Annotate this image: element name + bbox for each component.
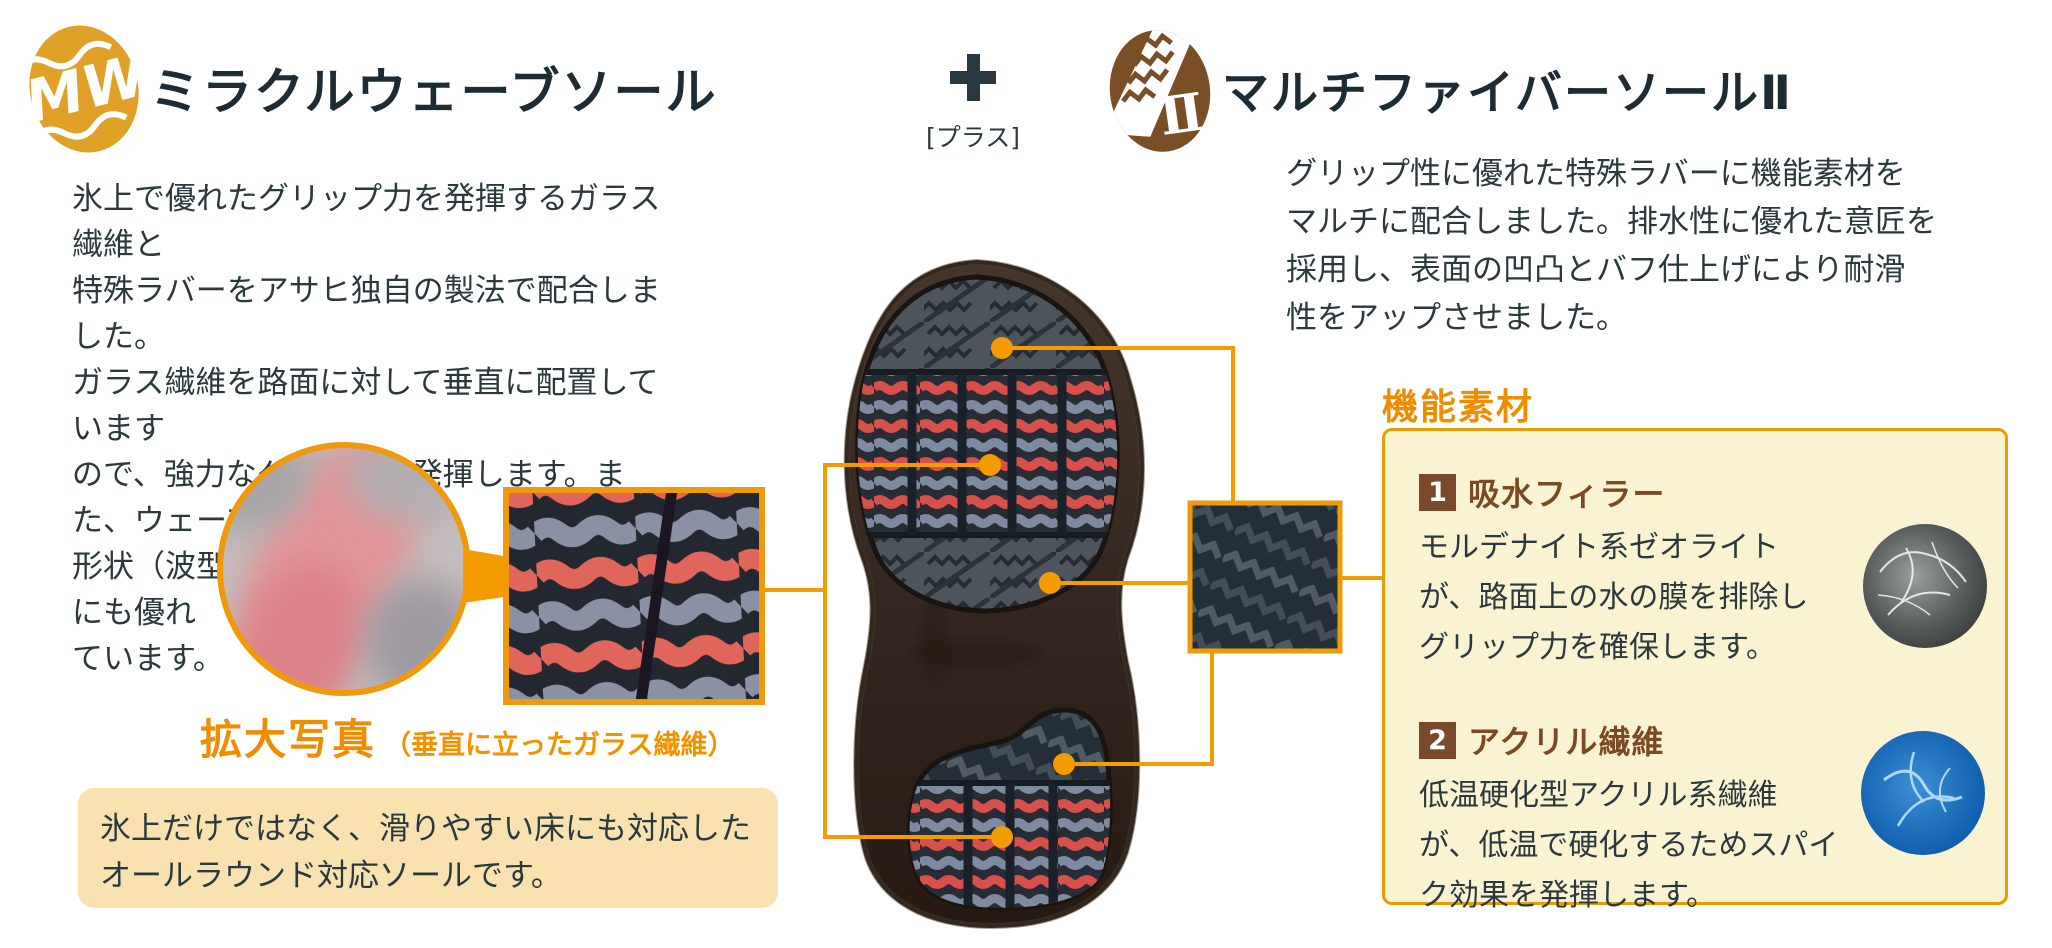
magnified-photo-caption: 拡大写真 （垂直に立ったガラス繊維） [200, 706, 734, 767]
miracle-wave-title: ミラクルウェーブソール [150, 63, 718, 121]
materials-box: 1 吸水フィラー モルデナイト系ゼオライト が、路面上の水の膜を排除し グリップ… [1382, 428, 2008, 913]
material-2-body: 低温硬化型アクリル系繊維 が、低温で硬化するためスパイ ク効果を発揮します。 [1419, 778, 1839, 913]
callout-lines [762, 346, 1382, 839]
miracle-wave-description: 氷上で優れたグリップ力を発揮するガラス繊維と 特殊ラバーをアサヒ独自の製法で配合… [72, 181, 661, 677]
mw-wave-logo-icon: MW [16, 25, 156, 153]
plus-icon [913, 48, 1033, 104]
miracle-wave-forefoot-area [857, 369, 1118, 538]
miracle-wave-heel-area [909, 780, 1111, 908]
multifiber-tread-photo [1187, 500, 1343, 654]
material-2-title: アクリル繊維 [1468, 723, 1665, 761]
material-item-2: 2 アクリル繊維 低温硬化型アクリル系繊維 が、低温で硬化するためスパイ ク効果… [1419, 717, 1979, 921]
material-1-number-badge: 1 [1419, 473, 1456, 511]
caption-note: （垂直に立ったガラス繊維） [384, 730, 735, 761]
material-1-body: モルデナイト系ゼオライト が、路面上の水の膜を排除し グリップ力を確保します。 [1419, 530, 1809, 665]
materials-heading: 機能素材 [1382, 387, 1535, 428]
mf-logo-numeral: Ⅱ [1156, 81, 1208, 148]
multi-fiber-description: グリップ性に優れた特殊ラバーに機能素材を マルチに配合しました。排水性に優れた意… [1286, 156, 1937, 336]
sole-outline [844, 259, 1144, 929]
shoe-sole-illustration [843, 258, 1145, 930]
multi-fiber-title: マルチファイバーソールⅡ [1222, 66, 1794, 121]
caption-label: 拡大写真 [200, 715, 377, 764]
sole-heel-tread [907, 707, 1113, 911]
multi-fiber-logo-icon: Ⅱ [1103, 23, 1211, 152]
allround-note-text: 氷上だけではなく、滑りやすい床にも対応した オールラウンド対応ソールです。 [100, 811, 751, 894]
plus-block: [プラス] [913, 48, 1033, 154]
material-2-number-badge: 2 [1419, 721, 1456, 759]
sole-toe-tread [855, 274, 1120, 614]
callout-dots [979, 337, 1075, 848]
material-item-1: 1 吸水フィラー モルデナイト系ゼオライト が、路面上の水の膜を排除し グリップ… [1419, 469, 1979, 673]
plus-label: [プラス] [925, 123, 1020, 152]
allround-note-box: 氷上だけではなく、滑りやすい床にも対応した オールラウンド対応ソールです。 [78, 788, 778, 908]
mw-logo-text: MW [19, 40, 156, 136]
material-1-title: 吸水フィラー [1468, 475, 1666, 513]
